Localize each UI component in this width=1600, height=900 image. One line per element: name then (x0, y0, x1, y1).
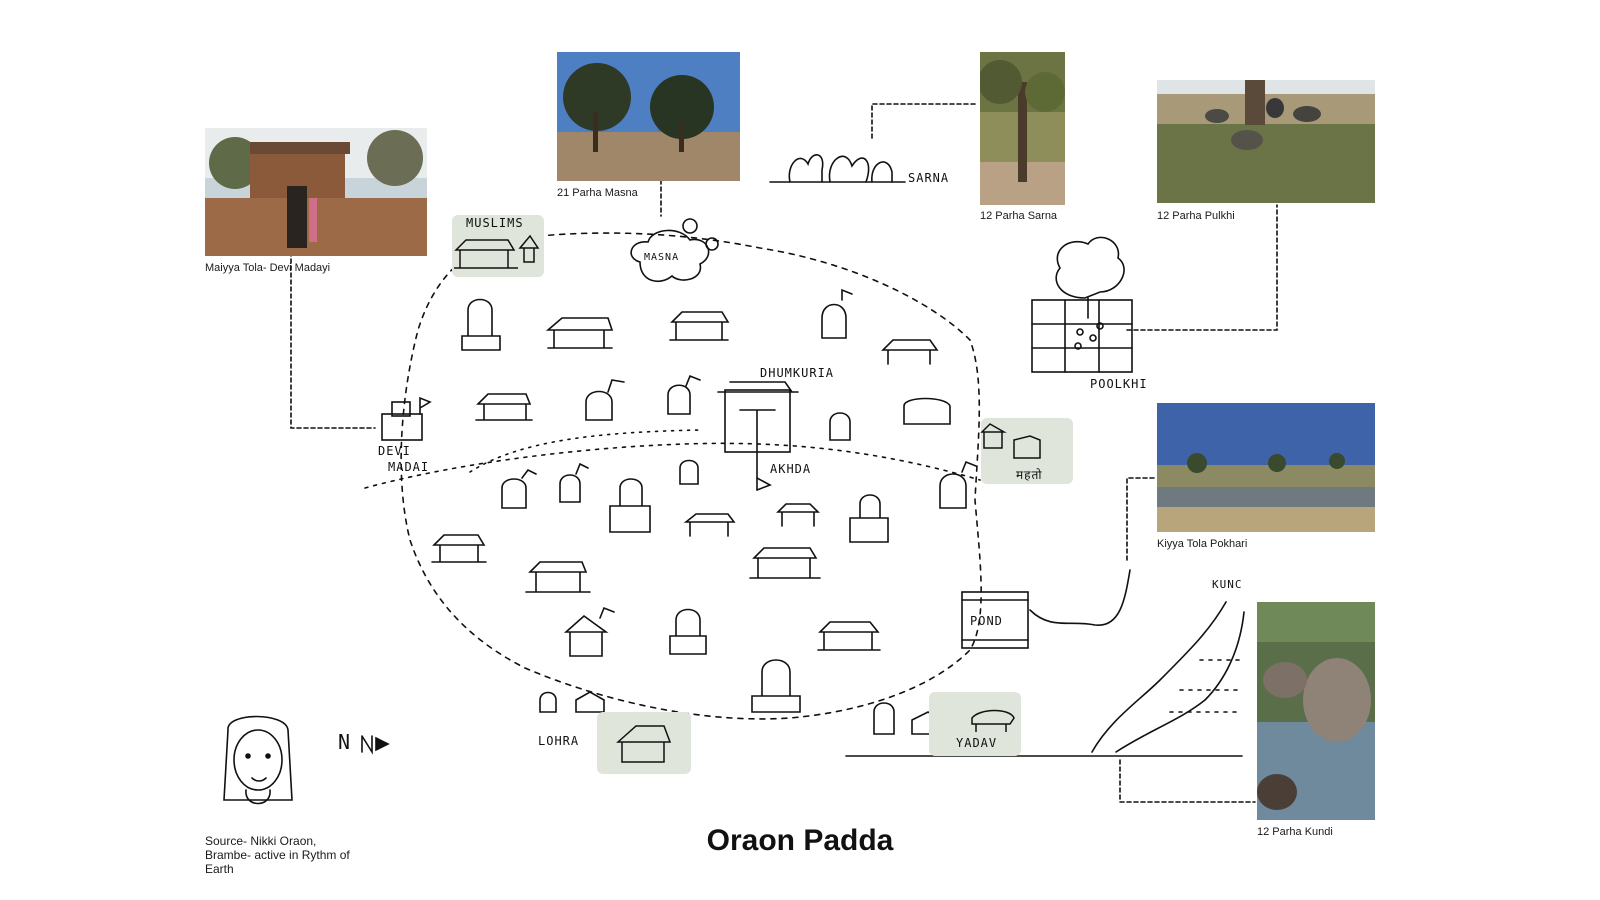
label-poolkhi: POOLKHI (1090, 377, 1148, 391)
source-credit: Source- Nikki Oraon, Brambe- active in R… (205, 834, 350, 876)
photo-kiyya-tola-pokhari (1157, 403, 1375, 532)
photo-parha-masna (557, 52, 740, 181)
caption-maiyya-tola: Maiyya Tola- Devi Madayi (205, 262, 331, 274)
tag-lohra (597, 712, 691, 774)
leader-kundi (1119, 759, 1256, 803)
label-sarna: SARNA (908, 171, 950, 185)
photo-maiyya-tola (205, 128, 427, 256)
label-dhumkuria: DHUMKURIA (760, 366, 835, 380)
caption-parha-sarna: 12 Parha Sarna (980, 210, 1058, 222)
leader-pulkhi (1126, 204, 1278, 331)
label-mahto: महतो (1016, 468, 1043, 482)
label-masna: MASNA (644, 252, 680, 263)
label-pond: POND (970, 614, 1003, 628)
photo-parha-sarna (980, 52, 1065, 205)
caption-parha-kundi: 12 Parha Kundi (1257, 826, 1333, 838)
leader-pokhari (1126, 477, 1156, 561)
tag-mahto (981, 418, 1073, 484)
north-label: N (338, 730, 352, 754)
label-lohra: LOHRA (538, 734, 580, 748)
photo-parha-kundi (1257, 602, 1375, 820)
leader-sarna (871, 103, 976, 139)
label-akhda: AKHDA (770, 462, 812, 476)
label-devi: DEVI (378, 444, 411, 458)
photo-parha-pulkhi (1157, 80, 1375, 203)
caption-kiyya-tola-pokhari: Kiyya Tola Pokhari (1157, 538, 1248, 550)
leader-devi-madai (290, 251, 376, 429)
village-boundary (400, 232, 982, 720)
label-yadav: YADAV (956, 736, 998, 750)
caption-parha-pulkhi: 12 Parha Pulkhi (1157, 210, 1235, 222)
caption-parha-masna: 21 Parha Masna (557, 187, 638, 199)
tag-muslims (452, 215, 544, 277)
label-muslims: MUSLIMS (466, 216, 524, 230)
map-title: Oraon Padda (706, 824, 894, 857)
label-kundi-sketch: KUNC (1212, 578, 1243, 591)
label-madai: MADAI (388, 460, 430, 474)
